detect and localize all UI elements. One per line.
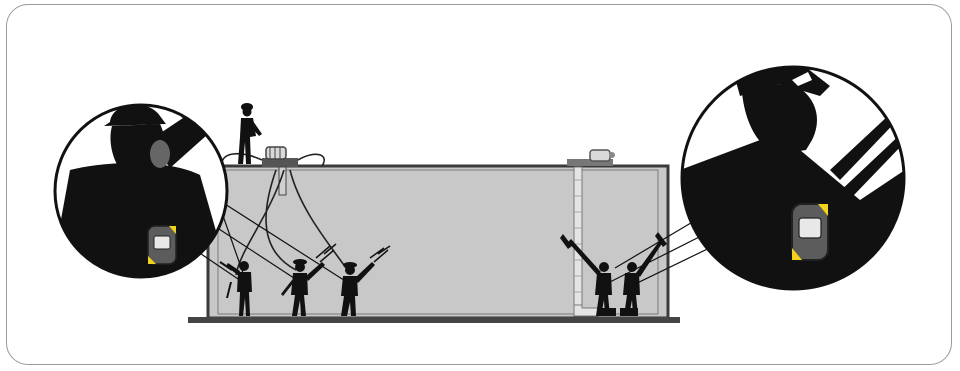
ventilation-blower-left [262, 146, 298, 196]
manhole-cover-right [567, 159, 613, 166]
worker-silhouette-icon-left-3 [341, 245, 391, 316]
gas-monitor-icon [147, 225, 177, 265]
tank-base [188, 317, 680, 323]
hoses-left [221, 153, 347, 276]
ventilation-blower-right [567, 149, 615, 166]
ventilation-blower-icon-right [589, 149, 611, 162]
magnifier-right [680, 65, 906, 291]
ventilation-duct-icon [573, 166, 599, 317]
worker-silhouette-icon-outside [238, 103, 262, 164]
magnifier-left [53, 103, 229, 279]
ventilation-blower-icon [265, 146, 287, 160]
worker-silhouette-icon-left-2 [281, 243, 337, 316]
gas-monitor-icon-right [791, 203, 829, 261]
manhole-cover-left [262, 158, 298, 167]
ventilation-duct-left [278, 166, 287, 196]
